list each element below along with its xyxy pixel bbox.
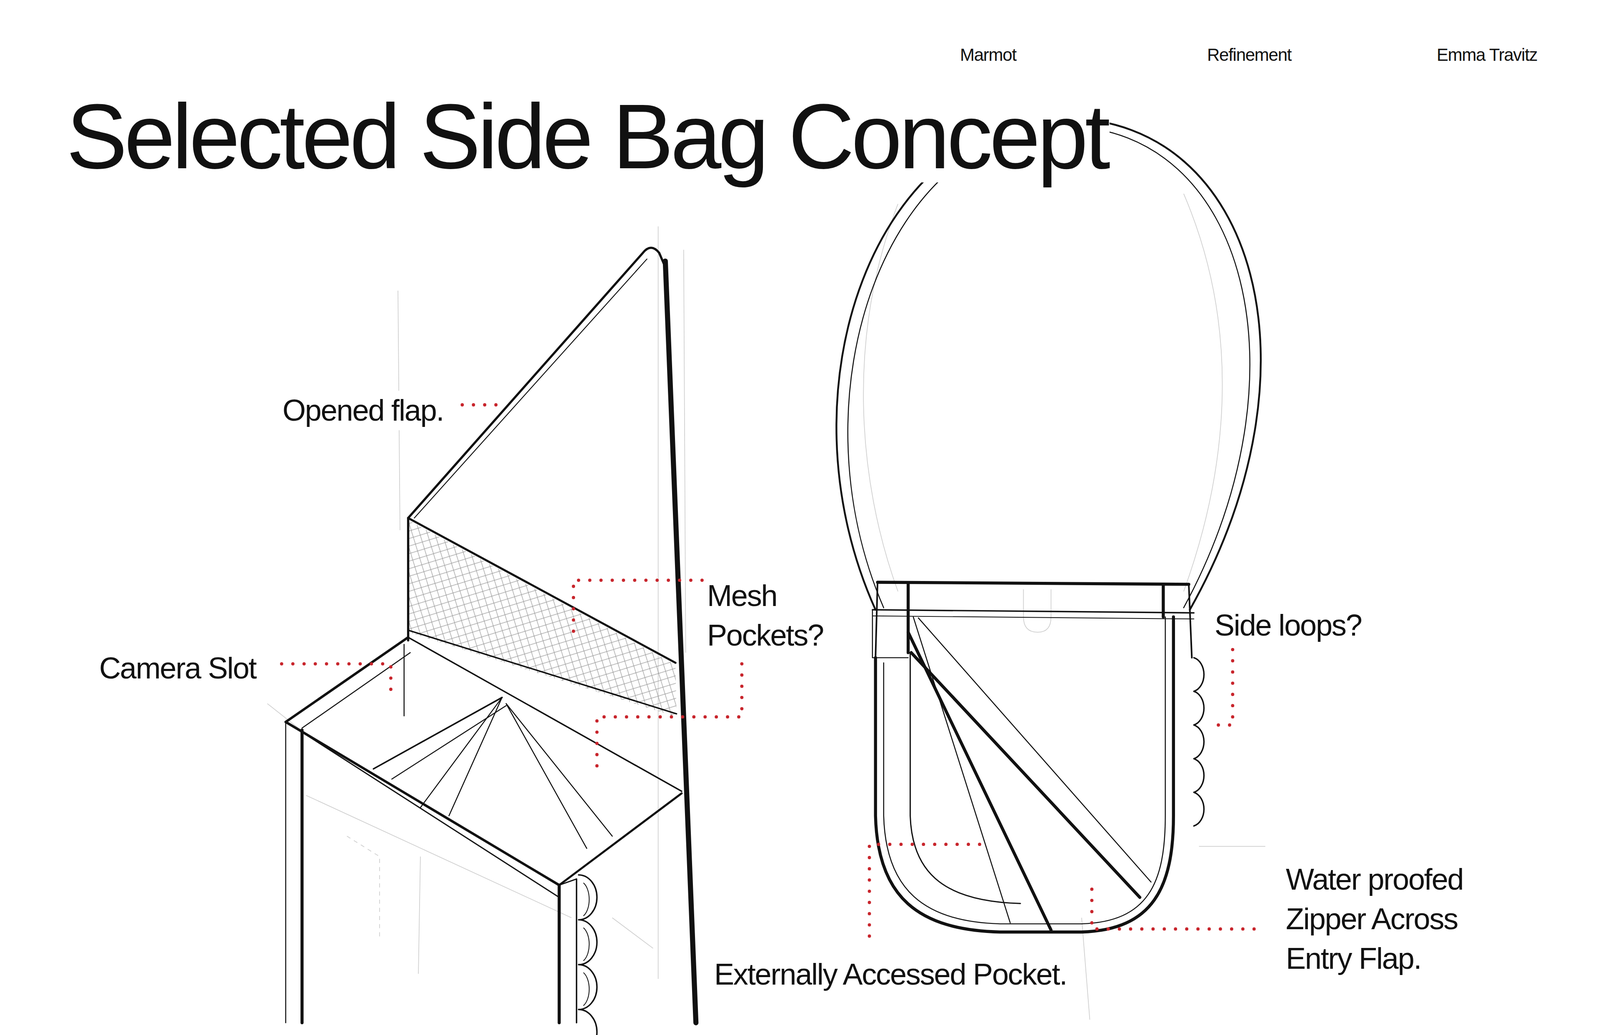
flap-fold [911,652,1140,898]
callout-label: Camera Slot [99,648,256,689]
leader-line [1091,889,1265,930]
front-edge [285,722,286,1023]
front-edge [557,885,561,1024]
leader-line [281,664,391,699]
construction-line [612,917,653,949]
rim-front [285,722,560,886]
construction-line [1183,193,1223,592]
construction-line [418,857,421,975]
top-band [872,610,1194,613]
top-band [877,582,1189,585]
rim-corner [559,879,577,886]
side-edge [575,879,578,1023]
header-label: Refinement [1207,44,1292,66]
callout-label: Opened flap. [282,390,444,431]
callout-label: Side loops? [1214,605,1362,646]
rim-inner [302,732,560,898]
camera-divider [391,705,506,780]
top-band [872,616,1194,620]
leader-line [1207,650,1233,726]
construction-line [863,204,898,592]
rim-inner [302,652,411,729]
header-label: Emma Travitz [1436,44,1538,66]
construction-lines [267,193,1266,1020]
callout-label: Mesh Pockets? [707,576,858,656]
rim-right [559,793,682,886]
flap-outline [408,247,666,519]
construction-line [1199,846,1266,848]
open-bag-drawing [285,247,696,1035]
strap-inner [847,126,1250,609]
construction-line [683,250,686,653]
header-label: Marmot [960,44,1017,66]
callout-label: Water proofed Zipper Across Entry Flap. [1285,860,1520,979]
front-edge [300,730,304,1024]
callout-label: Externally Accessed Pocket. [714,955,1067,995]
leader-lines [281,405,1266,937]
back-panel-edge [665,261,696,1024]
page-title: Selected Side Bag Concept [66,90,1110,183]
mesh-bottom-edge [408,630,677,715]
leader-line [462,403,497,407]
band-side [872,610,909,658]
top-vertical [908,584,1164,653]
construction-line [657,226,659,980]
closed-bag-drawing [836,118,1261,933]
inner-corner [403,644,405,716]
pocket-outline [910,652,1020,904]
mesh-top-edge [408,518,676,664]
mesh-panel [408,520,677,718]
rim-left [285,637,409,723]
strap [836,118,1261,610]
camera-divider [373,697,503,770]
side-loops-inner [583,883,590,1006]
bag-body [875,617,1174,933]
back-vertical [407,518,410,641]
divider-fold [420,697,613,849]
side-loops [1193,657,1204,827]
flap-edge [414,259,647,519]
leader-line [869,844,985,937]
construction-line [347,836,380,939]
leader-line [597,652,743,776]
leader-line [573,580,703,635]
side-loops [578,875,598,1035]
flap-fold [913,617,1152,923]
